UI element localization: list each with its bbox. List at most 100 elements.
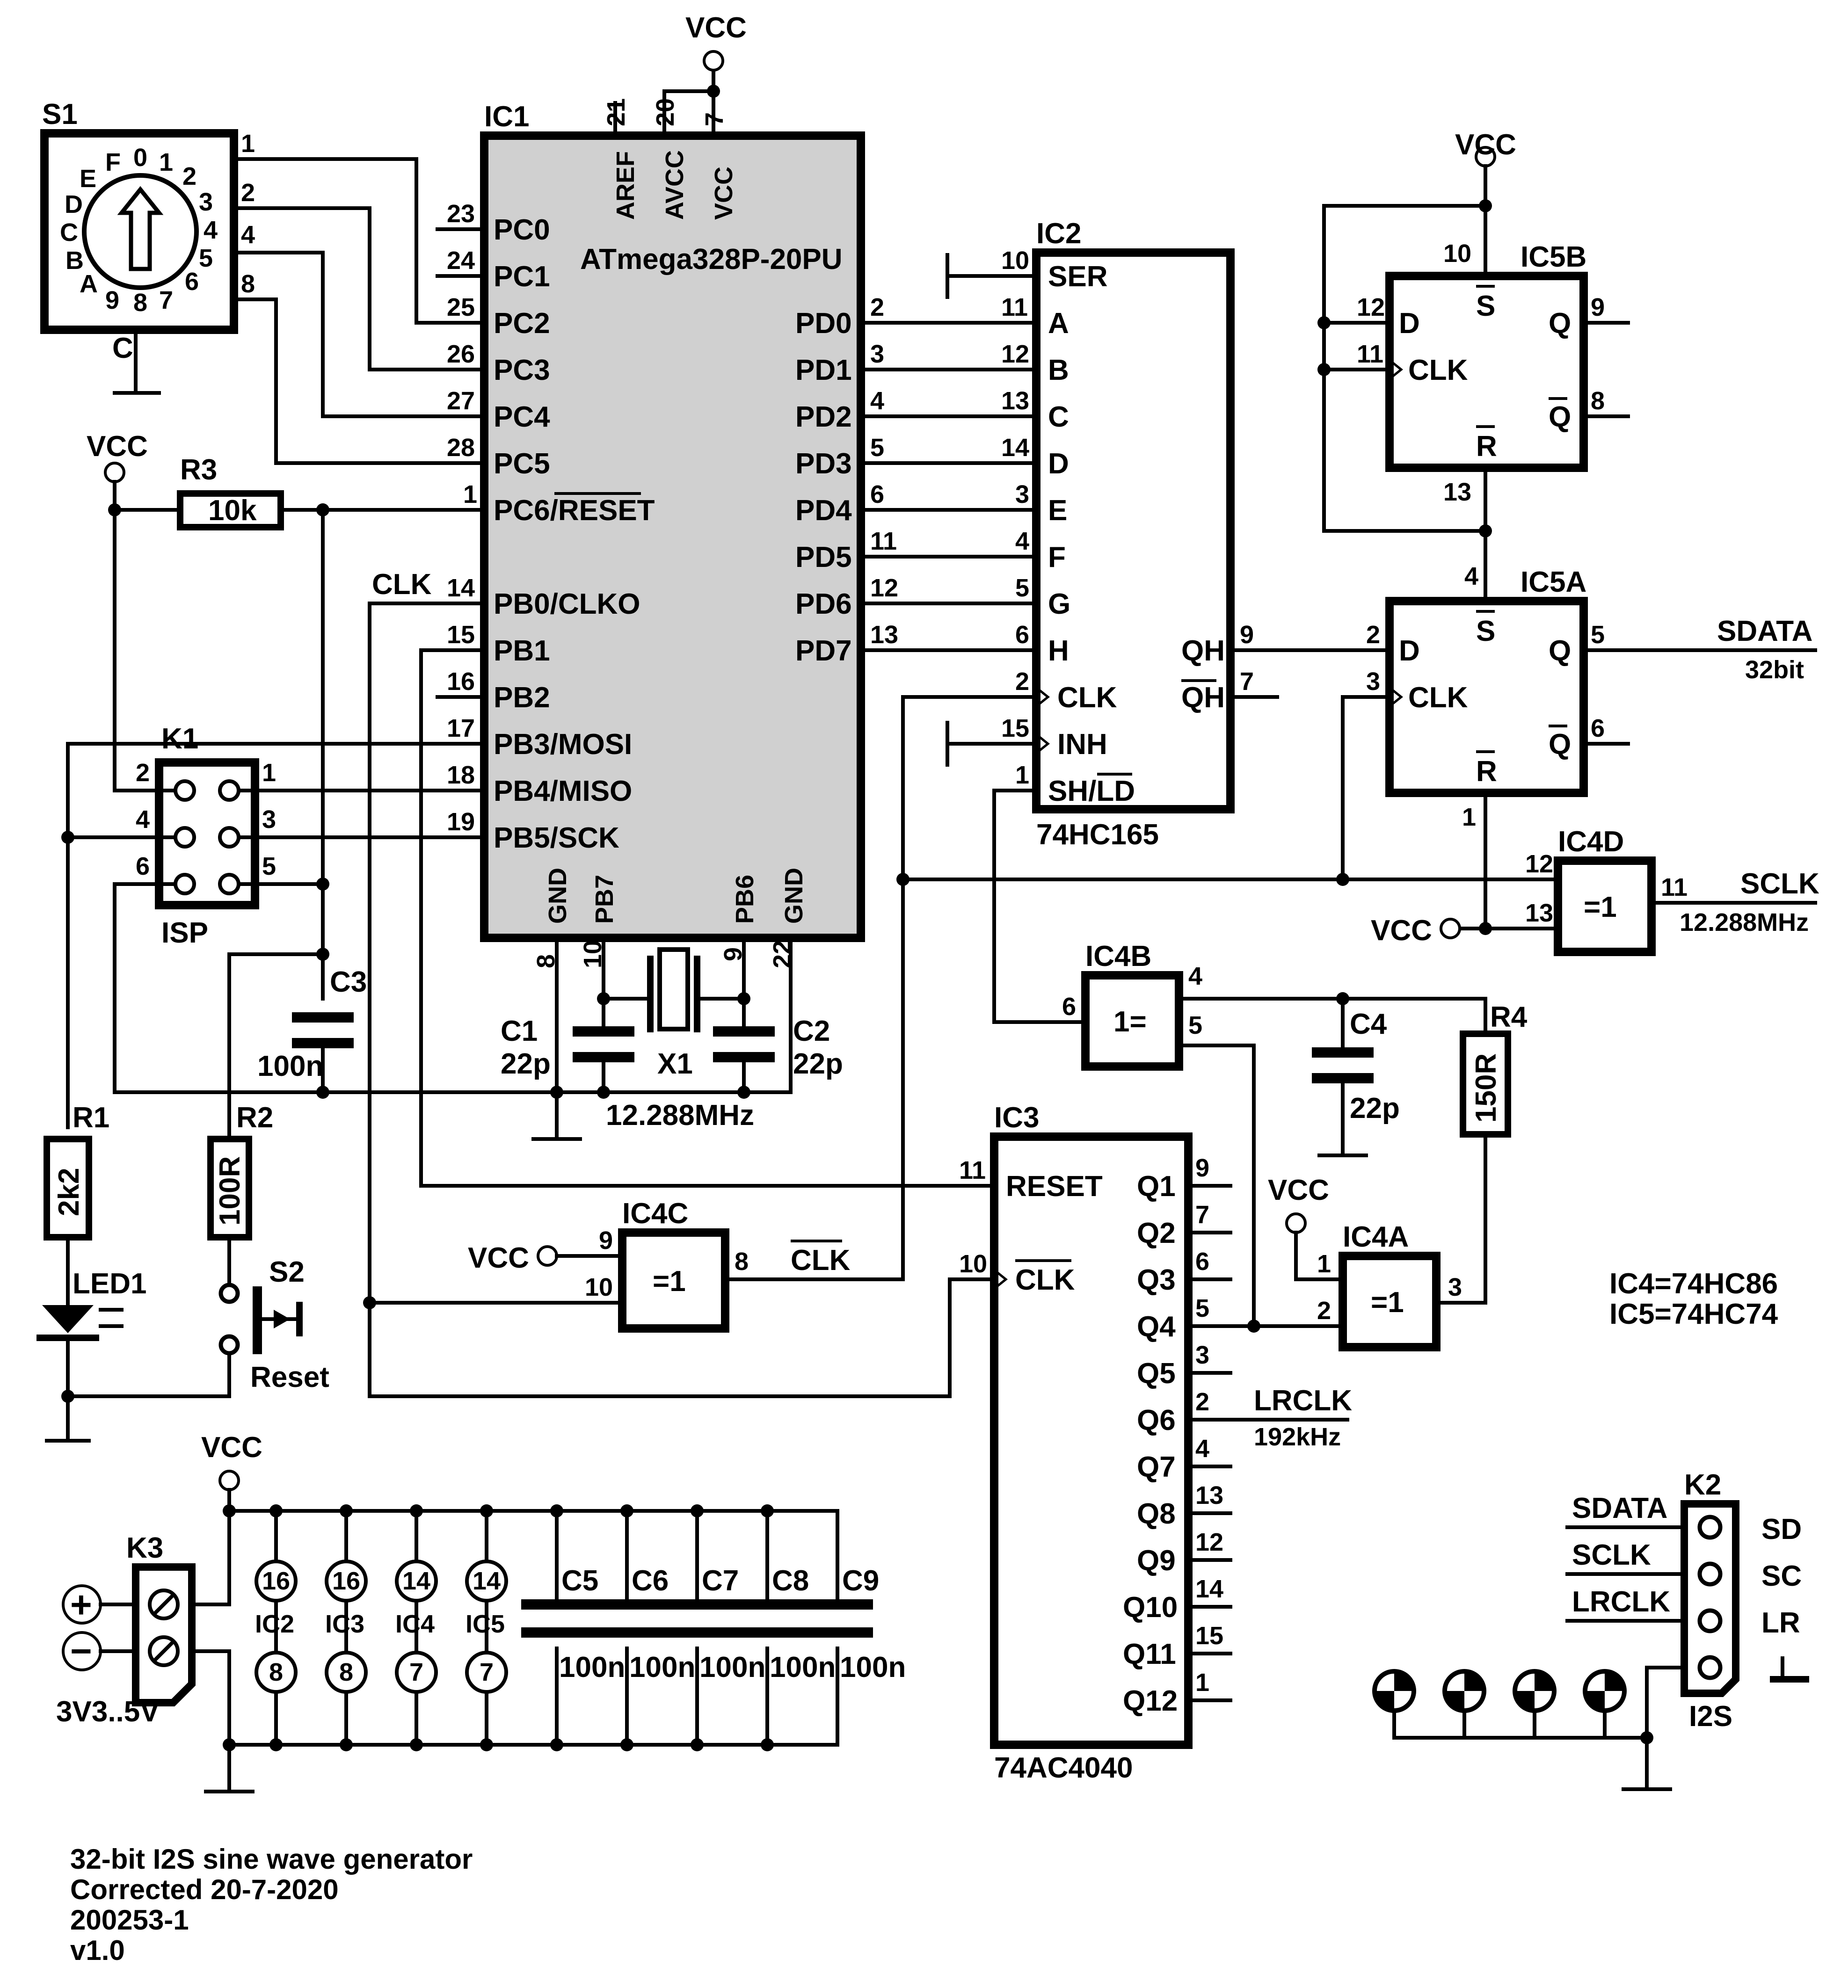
c2-ref: C2 [793,1015,830,1047]
ic1-pb7: PB7 [590,875,618,924]
ic1-pin-20: 20 [651,98,679,126]
ic5a-pin-qn: 6 [1591,714,1605,742]
ic1-pd7: PD7 [795,635,852,667]
ic4c-sym: =1 [653,1265,686,1298]
ic4b-pin-5: 5 [1188,1011,1202,1039]
title-line-1: 32-bit I2S sine wave generator [70,1843,473,1875]
ic3-pin-3: 3 [1195,1341,1209,1369]
r3-vcc: VCC [87,430,148,463]
ic5a-pin-clk: 3 [1366,668,1380,696]
ic1-pd6: PD6 [795,588,852,620]
ic4c-vcc: VCC [468,1242,529,1274]
ic1-pb6: PB6 [731,875,759,924]
ic3-vcc-pin: 16 [332,1567,360,1595]
ic1-pd5: PD5 [795,541,852,573]
s1-pin-4: 4 [241,221,255,249]
ic2-b: B [1048,354,1069,386]
c6-val: 100n [629,1651,695,1683]
ic5b-pin-d: 12 [1357,293,1385,321]
ic5-gnd-pin: 7 [480,1658,494,1686]
ic1-pin-7: 7 [700,112,728,126]
ic1-pin-14: 14 [447,574,475,602]
ic3-pin-2: 2 [1195,1388,1209,1416]
s1-dial-c: C [60,218,78,247]
k1-ref: K1 [161,723,198,755]
ic3-part: 74AC4040 [994,1752,1133,1784]
ic3-pin-11: 11 [959,1156,986,1184]
k2-sclk: SCLK [1572,1539,1651,1571]
ic3-pin-7: 7 [1195,1201,1209,1229]
ic2-f: F [1048,541,1066,573]
k2-name: I2S [1689,1700,1732,1733]
crystal-network: X1 12.288MHz C1 22p C2 22p [316,936,843,1141]
ic4a-sym: =1 [1371,1286,1404,1319]
net-sclk-info: 12.288MHz [1680,908,1809,936]
ic3-pin-12: 12 [1195,1528,1223,1556]
ic4c-xor: IC4C =1 VCC 9 10 8 CLK [363,1197,851,1333]
ic5b-r: R [1476,430,1497,463]
led-network: 2k2 R1 LED1 [36,1102,146,1443]
ic1-pin-21: 21 [602,98,630,126]
k2-lrclk: LRCLK [1572,1586,1670,1618]
k1-isp-header: K1 ISP 2 1 4 3 6 5 [61,723,793,1129]
ic5b-pin-q: 9 [1591,293,1605,321]
ic1-pin-13: 13 [870,621,898,649]
c9-val: 100n [840,1651,906,1683]
ic5a-pin-q: 5 [1591,621,1605,649]
ic4d-vcc: VCC [1371,914,1432,947]
ic2-sh-ld: SH/LD [1048,775,1135,807]
c4-ref: C4 [1350,1008,1387,1040]
ic3-reset: RESET [1006,1170,1103,1203]
s2-name: Reset [250,1361,329,1393]
ic4c-pin-10: 10 [585,1273,613,1301]
vcc-ic1: VCC [685,12,747,72]
ic2-pin-14: 14 [1001,434,1029,462]
r1-ref: R1 [73,1102,109,1134]
k2-sc: SC [1761,1560,1802,1592]
ic4-vcc-pin: 14 [402,1567,430,1595]
ic1-pin-1: 1 [463,480,477,508]
ic1-pc4: PC4 [494,401,550,433]
net-lrclk-info: 192kHz [1254,1423,1341,1451]
ic4d-ref: IC4D [1558,826,1624,858]
ic1-right-pins: PD0 PD1 PD2 PD3 PD4 PD5 PD6 PD7 [795,307,852,667]
ic2-clk: CLK [1057,682,1117,714]
note-ic5: IC5=74HC74 [1609,1298,1778,1330]
ic1-pd4: PD4 [795,494,852,527]
c5-ref: C5 [561,1565,598,1597]
k1-pin-5: 5 [262,852,276,880]
ic5b-pin-qn: 8 [1591,387,1605,415]
ic2-pin-5: 5 [1015,574,1029,602]
s1-dial-d: D [65,190,83,218]
k1-pin-6: 6 [136,852,150,880]
ic1-pb1: PB1 [494,635,550,667]
ic3-label: IC3 [325,1610,364,1638]
ic3-pin-4: 4 [1195,1435,1209,1463]
ic2-pin-13: 13 [1001,387,1029,415]
ic2-pin-7: 7 [1240,668,1254,696]
clk-net [723,695,909,1281]
led1-ref: LED1 [73,1268,146,1300]
title-line-4: v1.0 [70,1935,125,1966]
ic2-vcc-pin: 16 [262,1567,290,1595]
c2-val: 22p [793,1048,843,1080]
k1-pin-2: 2 [136,759,150,787]
ic4c-ref: IC4C [622,1197,688,1230]
ic3-pin-13: 13 [1195,1481,1223,1509]
s2-ref: S2 [269,1256,305,1288]
ic5a-flipflop: IC5A 4 2 3 1 5 6 D CLK S R Q Q SDATA 32b… [1336,562,1817,930]
ic1-pc3: PC3 [494,354,550,386]
c1-ref: C1 [501,1015,538,1047]
ic3-pin-1: 1 [1195,1669,1209,1697]
ic3-q10: Q10 [1123,1591,1178,1624]
s1-dial-5: 5 [199,244,213,272]
ic1-pin-11: 11 [870,527,897,555]
ic1-pb0-clko: PB0/CLKO [494,588,640,620]
k1-name: ISP [161,917,208,949]
ic3-clk: CLK [1015,1264,1075,1296]
ic4a-vcc: VCC [1268,1174,1329,1206]
ic4c-pin-9: 9 [599,1226,613,1255]
net-lrclk: LRCLK [1254,1385,1352,1417]
k2-sd: SD [1761,1513,1802,1545]
ic5a-ref: IC5A [1521,566,1586,598]
